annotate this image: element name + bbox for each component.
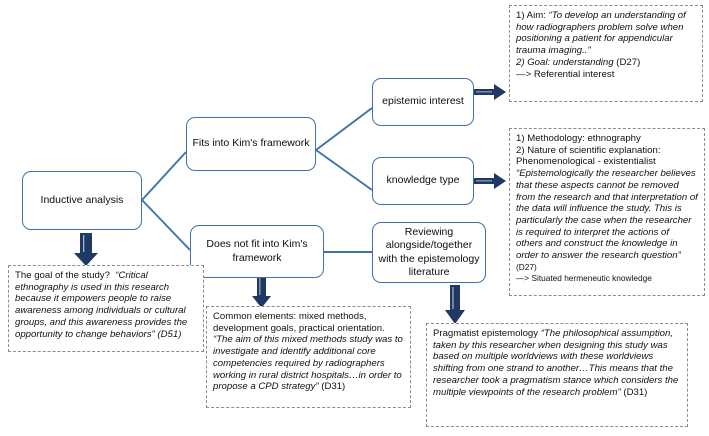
- node-label: Reviewing alongside/together with the ep…: [378, 226, 480, 278]
- note-methodology-quote-wrap: “Epistemologically the researcher believ…: [516, 168, 698, 273]
- note-lead: Common elements: mixed methods, developm…: [213, 311, 385, 334]
- note-lead: The goal of the study?: [15, 270, 110, 281]
- node-epistemic-interest[interactable]: epistemic interest: [372, 78, 474, 126]
- note-methodology-conclusion: —> Situated hermeneutic knowledge: [516, 273, 652, 284]
- note-goal-of-study: The goal of the study? “Critical ethnogr…: [8, 265, 204, 352]
- note-methodology-line2: 2) Nature of scientific explanation: Phe…: [516, 144, 661, 168]
- note-goal-of-study-text: The goal of the study? “Critical ethnogr…: [15, 270, 197, 340]
- connector-inductive-to-notfit: [141, 199, 191, 251]
- node-fits-into-kims-framework[interactable]: Fits into Kim's framework: [186, 117, 316, 171]
- note-source: (D27): [516, 261, 537, 272]
- arrow-reviewing-to-pragmatist: [445, 285, 465, 324]
- note-pragmatist-epistemology: Pragmatist epistemology “The philosophic…: [426, 323, 688, 427]
- connector-fits-to-knowledge: [315, 149, 373, 191]
- note-methodology-and-explanation: 1) Methodology: ethnography 2) Nature of…: [509, 128, 705, 296]
- note-lead: Pragmatist epistemology: [433, 328, 539, 339]
- note-quote: “Critical ethnography is used in this re…: [15, 270, 188, 340]
- note-quote: “The philosophical assumption, taken by …: [433, 328, 679, 398]
- note-common-elements: Common elements: mixed methods, developm…: [206, 306, 411, 408]
- node-label: Fits into Kim's framework: [192, 137, 310, 150]
- note-aim-and-goal: 1) Aim: “To develop an understanding of …: [509, 5, 703, 102]
- node-label: epistemic interest: [382, 95, 464, 108]
- connector-inductive-to-fits: [141, 151, 187, 201]
- note-aim-line3: —> Referential interest: [516, 68, 615, 80]
- node-knowledge-type[interactable]: knowledge type: [372, 157, 474, 205]
- note-goal: 2) Goal: understanding: [516, 56, 614, 68]
- note-pragmatist-text: Pragmatist epistemology “The philosophic…: [433, 328, 681, 398]
- note-common-elements-text: Common elements: mixed methods, developm…: [213, 311, 404, 393]
- note-quote: “Epistemologically the researcher believ…: [516, 168, 698, 262]
- node-inductive-analysis[interactable]: Inductive analysis: [22, 171, 142, 230]
- arrow-notfit-to-common: [252, 276, 271, 308]
- node-label: knowledge type: [386, 174, 460, 187]
- note-aim-line1: 1) Aim: “To develop an understanding of …: [516, 10, 696, 57]
- note-quote: “The aim of this mixed methods study was…: [213, 334, 403, 393]
- note-aim-line2: 2) Goal: understanding (D27): [516, 57, 696, 69]
- note-source: (D51): [157, 328, 182, 340]
- arrow-inductive-to-goal: [74, 233, 98, 266]
- note-source: (D27): [616, 56, 641, 68]
- arrow-knowledge-to-methodology: [474, 173, 506, 189]
- note-quote: “To develop an understanding of how radi…: [516, 10, 686, 57]
- note-methodology-line1: 1) Methodology: ethnography: [516, 133, 641, 144]
- note-lead: 1) Aim:: [516, 10, 546, 21]
- node-label: Does not fit into Kim's framework: [206, 238, 308, 264]
- arrow-epistemic-to-aim: [474, 84, 506, 100]
- node-does-not-fit-into-kims-framework[interactable]: Does not fit into Kim's framework: [190, 225, 324, 278]
- connector-fits-to-epistemic: [315, 107, 373, 151]
- note-source: (D31): [321, 381, 346, 393]
- note-source: (D31): [623, 386, 648, 398]
- node-reviewing-epistemology-literature[interactable]: Reviewing alongside/together with the ep…: [372, 222, 486, 283]
- node-label: Inductive analysis: [40, 193, 124, 206]
